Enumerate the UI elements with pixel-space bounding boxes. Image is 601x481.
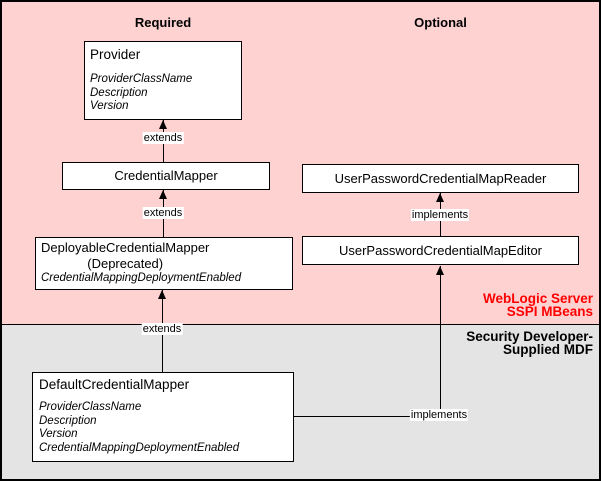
sspi-label-line1: WebLogic Server — [482, 291, 593, 306]
attribute-credential-mapping-deployment-enabled: CredentialMappingDeploymentEnabled — [39, 441, 240, 454]
attribute-provider-classname: ProviderClassName — [39, 401, 142, 413]
arrowhead-up-reader — [436, 193, 444, 202]
attribute-description: Description — [39, 414, 97, 427]
edge-label-extends-credmapper: extends — [142, 207, 184, 219]
attribute-version: Version — [39, 428, 78, 440]
class-box-userpassword-map-editor: UserPasswordCredentialMapEditor — [302, 236, 579, 265]
class-box-credential-mapper: CredentialMapper — [62, 162, 270, 190]
edge-label-extends-provider: extends — [142, 132, 184, 144]
edge-line-default-to-editor-horizontal — [294, 416, 440, 417]
edge-label-extends-deployable: extends — [141, 323, 183, 335]
attribute-version: Version — [90, 100, 129, 112]
edge-label-implements-editor: implements — [409, 409, 469, 421]
attribute-description: Description — [90, 86, 148, 99]
attribute-provider-classname: ProviderClassName — [90, 73, 193, 85]
deployable-title-group: DeployableCredentialMapper (Deprecated) — [41, 240, 209, 272]
optional-column-header: Optional — [414, 15, 467, 30]
class-title-map-reader: UserPasswordCredentialMapReader — [334, 171, 547, 186]
class-subtitle-deprecated: (Deprecated) — [87, 256, 164, 271]
arrowhead-up-editor — [436, 266, 444, 275]
arrowhead-up-provider — [159, 120, 167, 129]
default-credential-mapper-attributes: ProviderClassName Description Version Cr… — [39, 401, 287, 455]
class-box-deployable-credential-mapper: DeployableCredentialMapper (Deprecated) … — [35, 237, 293, 290]
arrowhead-up-credmapper — [159, 190, 167, 199]
class-box-userpassword-map-reader: UserPasswordCredentialMapReader — [302, 164, 579, 193]
class-title-map-editor: UserPasswordCredentialMapEditor — [338, 243, 543, 258]
attribute-credential-mapping-deployment-enabled: CredentialMappingDeploymentEnabled — [41, 272, 242, 284]
class-title-default-credential-mapper: DefaultCredentialMapper — [39, 377, 190, 392]
edge-label-implements-reader: implements — [410, 209, 470, 221]
mdf-region-label: Security Developer- Supplied MDF — [466, 329, 593, 357]
edge-line-default-to-editor-vertical — [440, 266, 441, 417]
arrowhead-up-deployable — [158, 290, 166, 299]
sspi-mbeans-region-label: WebLogic Server SSPI MBeans — [482, 291, 593, 319]
class-title-provider: Provider — [90, 47, 141, 62]
mdf-label-line1: Security Developer- — [466, 329, 593, 344]
mdf-label-line2: Supplied MDF — [503, 342, 593, 357]
class-title-deployable: DeployableCredentialMapper — [41, 240, 210, 255]
class-box-provider: Provider ProviderClassName Description V… — [84, 41, 242, 120]
required-column-header: Required — [134, 15, 192, 30]
sspi-label-line2: SSPI MBeans — [506, 304, 593, 319]
class-title-credential-mapper: CredentialMapper — [114, 168, 218, 183]
class-box-default-credential-mapper: DefaultCredentialMapper ProviderClassNam… — [32, 372, 294, 462]
provider-attributes: ProviderClassName Description Version — [90, 73, 236, 114]
